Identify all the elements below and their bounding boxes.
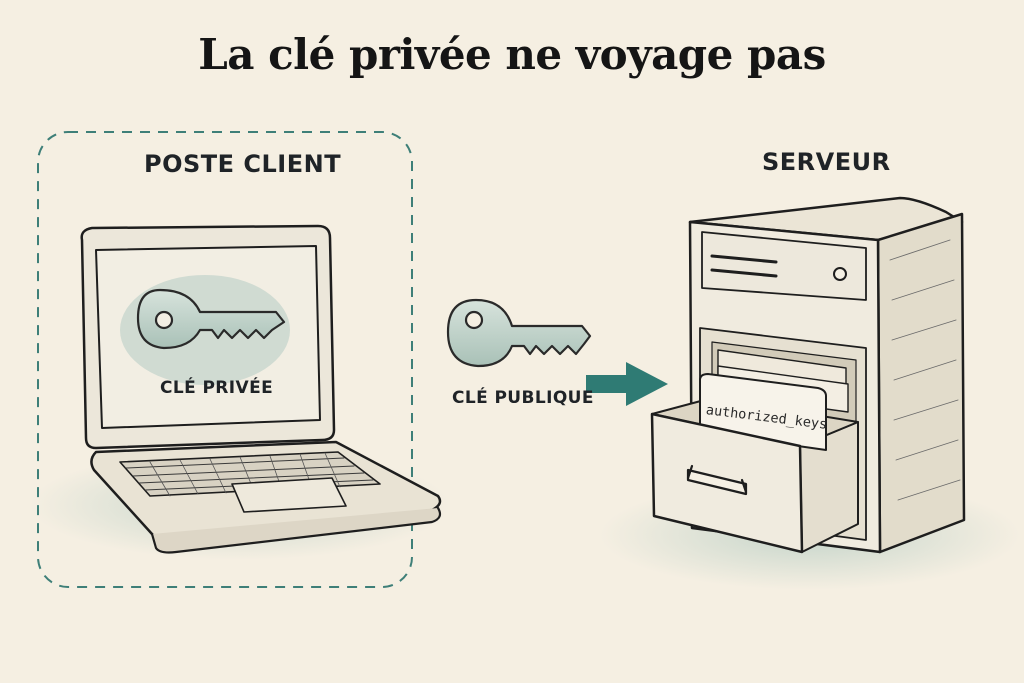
- diagram-title: La clé privée ne voyage pas: [198, 30, 826, 79]
- private-key-icon: [136, 288, 286, 350]
- client-boundary: [37, 131, 413, 588]
- server-heading: SERVEUR: [762, 148, 891, 176]
- drawer-icon: [650, 373, 859, 554]
- public-key-icon: [446, 298, 592, 368]
- private-key-label: CLÉ PRIVÉE: [160, 378, 274, 398]
- public-key-label: CLÉ PUBLIQUE: [452, 388, 594, 408]
- arrow-right-icon: [586, 362, 668, 406]
- client-heading: POSTE CLIENT: [144, 150, 342, 178]
